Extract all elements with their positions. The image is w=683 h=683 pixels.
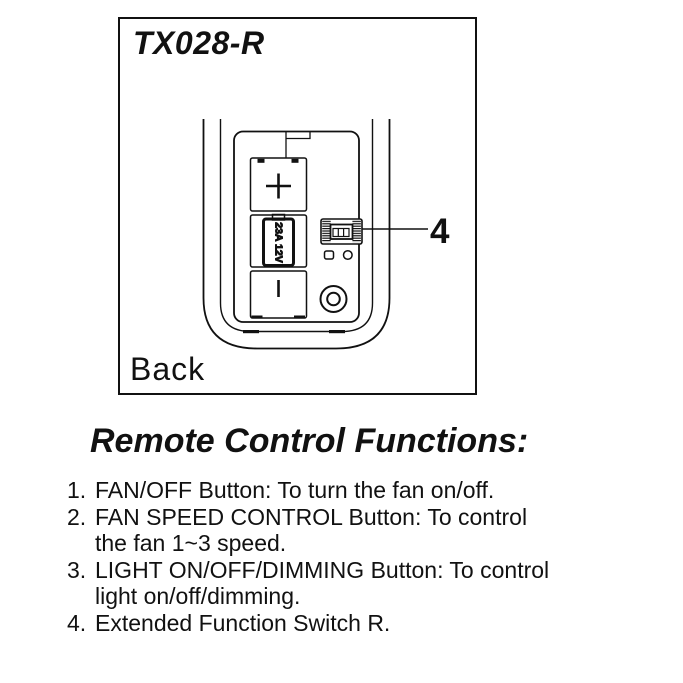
notch-left — [251, 315, 263, 319]
item-number: 2. — [67, 503, 87, 530]
model-title: TX028-R — [133, 25, 265, 61]
plus-icon — [266, 173, 291, 199]
item-number: 3. — [67, 556, 87, 583]
switch-slider — [332, 227, 350, 238]
minus-terminal-cell — [249, 270, 308, 319]
indicator-circle — [342, 249, 353, 261]
list-item: 3. LIGHT ON/OFF/DIMMING Button: To contr… — [67, 557, 627, 610]
bottom-dash-left — [243, 330, 259, 334]
item-number: 4. — [67, 609, 87, 636]
functions-heading: Remote Control Functions: — [90, 422, 529, 460]
bottom-dash-right — [329, 330, 345, 334]
indicator-square — [323, 250, 335, 260]
plus-terminal-cell — [249, 157, 308, 212]
clip-right — [291, 158, 299, 163]
cover-notch — [286, 132, 311, 140]
item-text: Extended Function Switch R. — [95, 609, 391, 636]
battery-label: 23A 12V — [273, 222, 285, 262]
remote-body-outline — [202, 119, 391, 350]
round-button — [319, 285, 348, 313]
list-item: 4. Extended Function Switch R. — [67, 610, 627, 637]
list-item: 1. FAN/OFF Button: To turn the fan on/of… — [67, 477, 627, 504]
callout-number: 4 — [430, 212, 450, 251]
switch-grip-right — [352, 220, 361, 243]
clip-left — [257, 158, 265, 163]
function-list: 1. FAN/OFF Button: To turn the fan on/of… — [67, 477, 627, 636]
back-label: Back — [130, 351, 206, 387]
battery-cell: 23A 12V — [249, 213, 308, 268]
switch-grip-left — [322, 220, 331, 243]
switch-indicators — [323, 249, 353, 261]
item-text: FAN SPEED CONTROL Button: To control the… — [95, 503, 528, 557]
extended-function-switch — [320, 218, 363, 245]
battery-23a — [262, 217, 295, 267]
item-number: 1. — [67, 477, 87, 503]
battery-compartment: 23A 12V — [249, 157, 308, 319]
item-text: LIGHT ON/OFF/DIMMING Button: To control … — [95, 556, 550, 610]
item-text: FAN/OFF Button: To turn the fan on/off. — [95, 477, 495, 503]
notch-right — [294, 315, 305, 319]
list-item: 2. FAN SPEED CONTROL Button: To control … — [67, 504, 627, 557]
